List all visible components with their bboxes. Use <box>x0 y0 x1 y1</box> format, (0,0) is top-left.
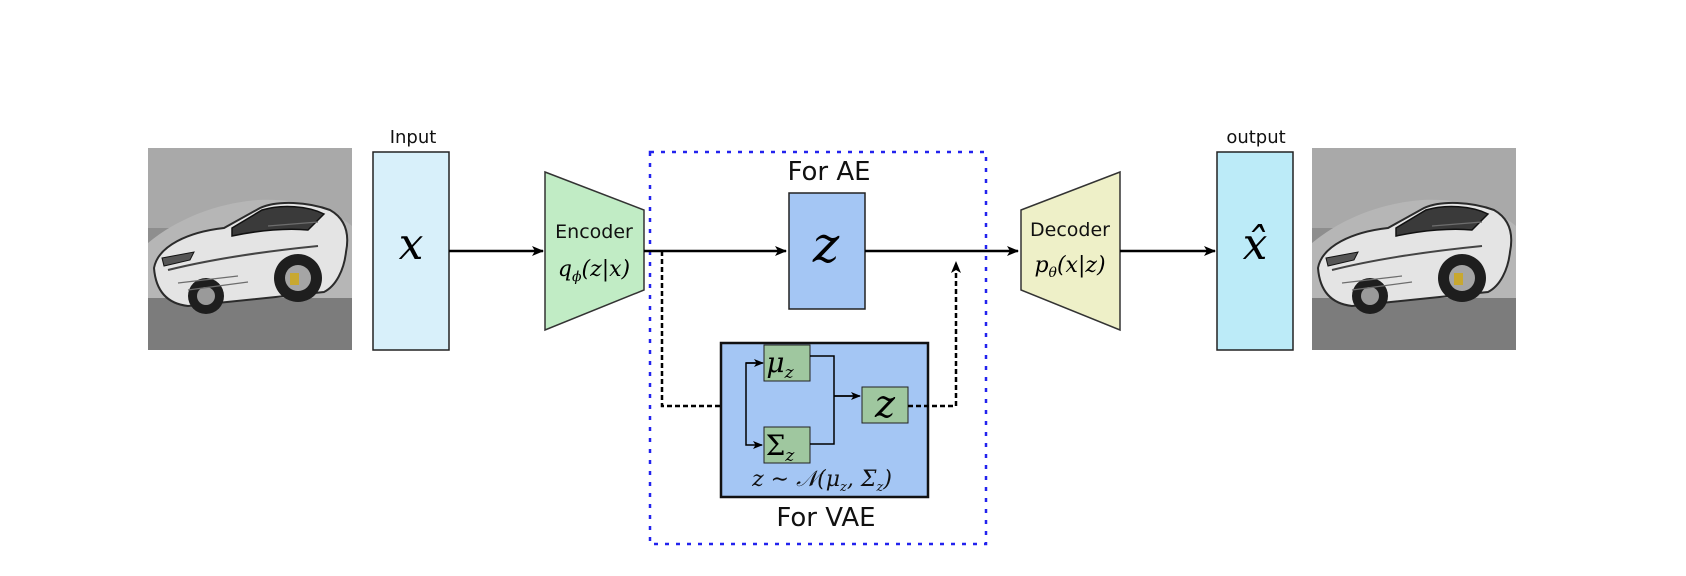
input-box <box>372 151 450 351</box>
input-caption: Input <box>390 127 437 148</box>
ae-latent-box <box>788 192 866 310</box>
output-box <box>1216 151 1294 351</box>
vae-sampling-formula: z ∼ 𝒩(μz, Σz) <box>751 467 892 495</box>
latent-dashed-container <box>648 150 988 546</box>
encoder-formula: qϕ(z|x) <box>558 257 630 285</box>
ae-caption: For AE <box>787 157 870 187</box>
decoder-trapezoid <box>1020 170 1121 332</box>
vae-z-box <box>861 386 909 424</box>
ae-latent-symbol: z <box>812 216 840 274</box>
output-car-image <box>1312 148 1516 350</box>
decoder-formula: pθ(x|z) <box>1034 253 1105 281</box>
dashed-path-vae-to-decoder <box>908 261 961 408</box>
vae-mu-box <box>763 344 811 382</box>
dashed-path-encoder-to-vae <box>660 251 743 411</box>
vae-sigma-box <box>763 426 811 464</box>
output-caption: output <box>1226 127 1285 148</box>
input-car-image <box>148 148 352 350</box>
output-symbol: x̂ <box>1243 219 1268 270</box>
vae-sigma-symbol: Σz <box>766 429 796 466</box>
input-symbol: x <box>399 219 424 270</box>
encoder-label: Encoder <box>555 221 633 243</box>
encoder-trapezoid <box>544 170 645 332</box>
vae-mu-symbol: μz <box>766 346 794 383</box>
vae-caption: For VAE <box>776 503 875 533</box>
decoder-label: Decoder <box>1030 219 1110 241</box>
vae-z-symbol: z <box>874 382 896 426</box>
